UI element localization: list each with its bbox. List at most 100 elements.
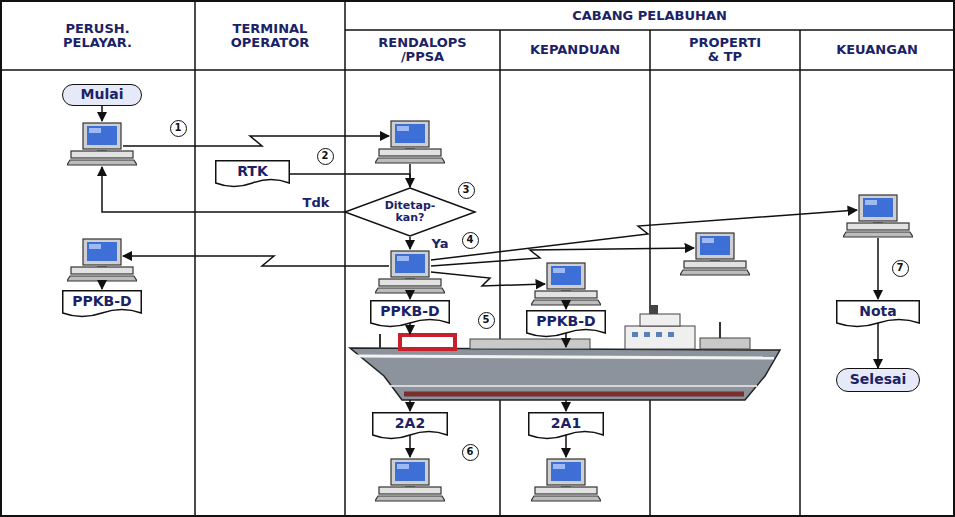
computer-icons xyxy=(67,121,913,501)
node-text: 2A2 xyxy=(395,416,425,431)
flow-arrow xyxy=(565,333,567,347)
document-box: RTK xyxy=(215,160,290,188)
document-box: PPKB-D xyxy=(370,300,450,328)
flow-arrow xyxy=(409,237,411,249)
callout-number: 4 xyxy=(462,232,479,249)
computer-icon xyxy=(680,233,750,275)
document-outline xyxy=(527,311,606,337)
node-text: TERMINAL OPERATOR xyxy=(215,22,325,51)
computer-icon xyxy=(375,121,445,163)
document-box: Nota xyxy=(836,300,920,328)
lane-divider xyxy=(344,1,346,516)
lane-header: KEPANDUAN xyxy=(500,30,650,70)
network-link xyxy=(431,272,545,286)
node-text: 2A1 xyxy=(551,416,581,431)
document-box: 2A2 xyxy=(372,412,448,440)
node-text: RTK xyxy=(237,164,268,179)
decision-diamond: Ditetap- kan? xyxy=(344,187,476,237)
flow-arrow xyxy=(565,400,567,411)
flow-arrow xyxy=(101,106,103,121)
flow-connector xyxy=(877,323,879,368)
ship-mast xyxy=(719,322,721,338)
ship-funnel xyxy=(650,305,658,314)
computer-icon xyxy=(67,239,137,281)
document-box: PPKB-D xyxy=(526,310,606,338)
flow-arrow xyxy=(565,435,567,457)
deck-cargo xyxy=(470,339,590,349)
callout-number: 3 xyxy=(458,182,475,199)
terminator-box: Mulai xyxy=(62,84,142,106)
flow-arrows xyxy=(102,106,878,457)
callout-number: 5 xyxy=(478,312,495,329)
branch-label: Tdk xyxy=(301,195,332,210)
node-text: PPKB-D xyxy=(72,294,131,309)
callout-number: 2 xyxy=(317,148,334,165)
node-text: PPKB-D xyxy=(536,314,595,329)
node-text: PPKB-D xyxy=(380,304,439,319)
ship-mast xyxy=(379,334,381,349)
node-text: Mulai xyxy=(81,87,124,102)
ship-hull xyxy=(350,348,780,400)
node-text: Selesai xyxy=(850,372,906,387)
ship-bridge xyxy=(640,314,680,326)
ship-window xyxy=(656,332,662,337)
node-text: KEUANGAN xyxy=(836,43,918,57)
node-text: CABANG PELABUHAN xyxy=(572,9,727,23)
flow-arrow xyxy=(101,282,103,289)
flow-arrow xyxy=(409,435,411,457)
hull-stripe xyxy=(356,356,774,358)
diamond-outline xyxy=(345,188,475,236)
hull-keel xyxy=(404,392,744,397)
callout-number: 1 xyxy=(170,120,187,137)
node-text: PERUSH. PELAYAR. xyxy=(48,22,148,51)
flow-arrow xyxy=(877,238,879,299)
crane-frame xyxy=(400,335,455,349)
callout-number: 6 xyxy=(462,444,479,461)
lane-header: CABANG PELABUHAN xyxy=(345,2,954,30)
computer-icon xyxy=(843,195,913,237)
network-link xyxy=(123,136,389,146)
document-outline xyxy=(216,161,290,187)
node-text: PROPERTI & TP xyxy=(683,36,768,65)
document-outline xyxy=(371,301,450,327)
node-text: Ditetap- kan? xyxy=(380,200,440,224)
header-divider xyxy=(345,29,954,31)
lane-header: TERMINAL OPERATOR xyxy=(195,2,345,70)
ship-superstructure xyxy=(625,326,695,349)
flow-arrow xyxy=(409,323,411,334)
flow-connector xyxy=(290,174,410,187)
flow-arrow xyxy=(409,400,411,411)
computer-icon xyxy=(375,459,445,501)
hull-stripe xyxy=(390,385,757,387)
header-divider xyxy=(1,69,954,71)
document-box: 2A1 xyxy=(528,412,604,440)
network-link xyxy=(431,248,694,266)
node-text: Nota xyxy=(859,304,896,319)
document-outline xyxy=(63,291,142,317)
lane-header: PERUSH. PELAYAR. xyxy=(0,2,195,70)
computer-icon xyxy=(531,459,601,501)
flow-arrow xyxy=(409,294,411,299)
lane-divider xyxy=(799,30,801,516)
document-box: PPKB-D xyxy=(62,290,142,318)
lane-divider xyxy=(194,1,196,516)
ship-window xyxy=(632,332,638,337)
lane-header: KEUANGAN xyxy=(800,30,954,70)
network-link xyxy=(431,210,857,260)
ship-window xyxy=(668,332,674,337)
node-text: KEPANDUAN xyxy=(530,43,620,57)
branch-label: Ya xyxy=(430,236,451,251)
node-text: RENDALOPS /PPSA xyxy=(373,36,473,65)
document-outline xyxy=(837,301,920,327)
lane-header: RENDALOPS /PPSA xyxy=(345,30,500,70)
lane-divider xyxy=(499,30,501,516)
computer-icon xyxy=(67,123,137,165)
lane-header: PROPERTI & TP xyxy=(650,30,800,70)
callout-number: 7 xyxy=(892,260,909,277)
terminator-box: Selesai xyxy=(836,368,920,392)
deck-cargo xyxy=(700,338,750,349)
